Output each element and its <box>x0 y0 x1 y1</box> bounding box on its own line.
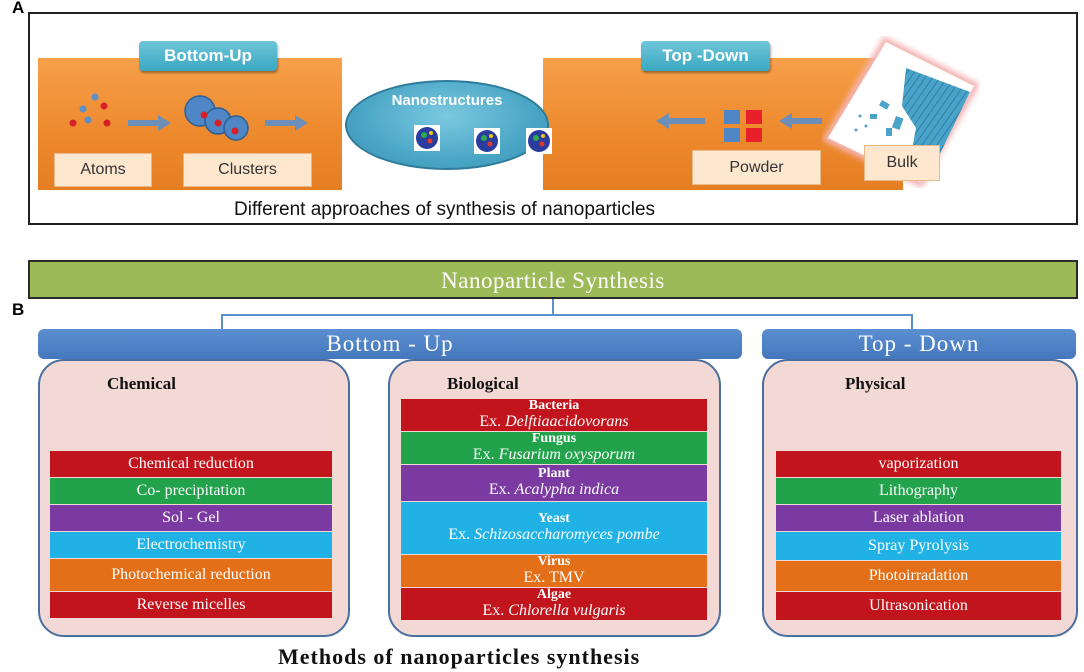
chemical-item: Electrochemistry <box>50 532 332 558</box>
chemical-item: Co- precipitation <box>50 478 332 504</box>
example-text: Ex. Chlorella vulgaris <box>482 601 626 620</box>
organism-name: Algae <box>536 587 572 603</box>
biological-item: Fungus Ex. Fusarium oxysporum <box>401 432 707 464</box>
panel-b-letter: B <box>12 300 25 319</box>
physical-item: Ultrasonication <box>776 592 1061 620</box>
example-text: Ex. Acalypha indica <box>488 480 620 499</box>
example-text: Ex. Fusarium oxysporum <box>472 445 636 464</box>
panel-a-letter: A <box>12 0 25 17</box>
biological-item: Plant Ex. Acalypha indica <box>401 465 707 501</box>
arrow-left-icon <box>779 113 822 129</box>
top-down-tab: Top -Down <box>641 41 770 71</box>
top-down-header: Top - Down <box>762 329 1076 359</box>
bulk-label: Bulk <box>864 145 940 181</box>
nanostructures-ellipse: Nanostructures <box>345 80 549 170</box>
organism-name: Plant <box>538 466 570 482</box>
example-text: Ex. TMV <box>523 568 585 587</box>
example-species: Chlorella vulgaris <box>508 601 626 619</box>
powder-label: Powder <box>692 150 821 185</box>
biological-item: Algae Ex. Chlorella vulgaris <box>401 588 707 620</box>
clusters-graphic <box>184 95 249 141</box>
panel-a-caption: Different approaches of synthesis of nan… <box>234 199 656 220</box>
example-species: Acalypha indica <box>514 480 620 498</box>
arrow-left-icon <box>656 113 705 129</box>
arrow-right-icon <box>265 115 308 131</box>
clusters-label: Clusters <box>183 153 312 187</box>
chemical-item: Sol - Gel <box>50 505 332 531</box>
example-prefix: Ex. <box>482 601 509 619</box>
nanoparticle-synthesis-title: Nanoparticle Synthesis <box>28 260 1078 299</box>
biological-item: Bacteria Ex. Delftiaacidovorans <box>401 399 707 431</box>
physical-title: Physical <box>845 374 906 393</box>
chemical-item: Chemical reduction <box>50 451 332 477</box>
example-prefix: Ex. <box>448 525 475 543</box>
powder-graphic <box>724 110 762 142</box>
physical-item: Lithography <box>776 478 1061 504</box>
chemical-title: Chemical <box>107 374 176 393</box>
bottom-up-tab: Bottom-Up <box>139 41 277 71</box>
physical-item: vaporization <box>776 451 1061 477</box>
organism-name: Bacteria <box>528 398 580 414</box>
example-species: Delftiaacidovorans <box>505 412 629 430</box>
example-species: Fusarium oxysporum <box>498 445 636 463</box>
panel-b-footer: Methods of nanoparticles synthesis <box>278 644 641 669</box>
physical-item: Photoirradation <box>776 561 1061 591</box>
biological-item: Virus Ex. TMV <box>401 555 707 587</box>
biological-item: Yeast Ex. Schizosaccharomyces pombe <box>401 502 707 554</box>
example-species: Schizosaccharomyces pombe <box>474 525 660 543</box>
nanostructures-label: Nanostructures <box>391 92 503 109</box>
nanoparticle-icons <box>414 125 552 154</box>
organism-name: Fungus <box>531 431 577 447</box>
chemical-item: Photochemical reduction <box>50 559 332 591</box>
physical-item: Spray Pyrolysis <box>776 532 1061 560</box>
organism-name: Yeast <box>538 511 570 527</box>
atoms-label: Atoms <box>54 153 152 187</box>
chemical-item: Reverse micelles <box>50 592 332 618</box>
bottom-up-header: Bottom - Up <box>38 329 742 359</box>
arrow-right-icon <box>128 115 171 131</box>
atoms-graphic <box>69 93 111 127</box>
example-prefix: Ex. <box>479 412 506 430</box>
example-prefix: Ex. <box>488 480 515 498</box>
physical-item: Laser ablation <box>776 505 1061 531</box>
biological-title: Biological <box>447 374 519 393</box>
connector-lines <box>221 299 913 330</box>
organism-name: Virus <box>537 554 571 570</box>
example-prefix: Ex. TMV <box>523 568 585 586</box>
example-prefix: Ex. <box>472 445 499 463</box>
example-text: Ex. Delftiaacidovorans <box>479 412 629 431</box>
example-text: Ex. Schizosaccharomyces pombe <box>448 525 660 544</box>
